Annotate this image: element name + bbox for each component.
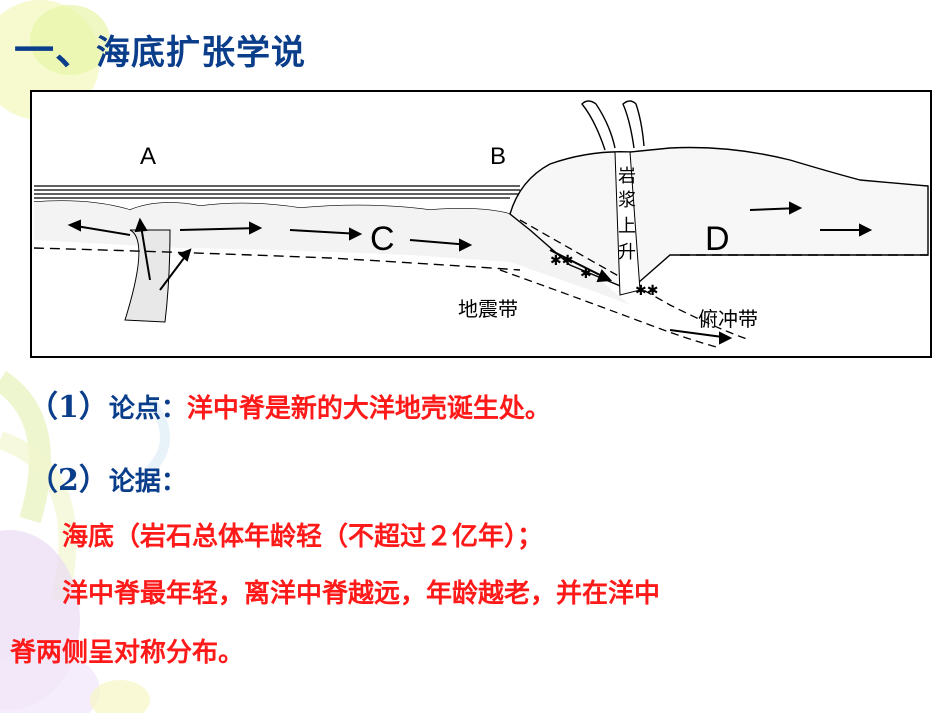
svg-text:✱✱: ✱✱ bbox=[550, 253, 573, 269]
point-text: 洋中脊是新的大洋地壳诞生处。 bbox=[186, 394, 551, 424]
page-title: 一、海底扩张学说 bbox=[14, 18, 306, 76]
title-text: 海底扩张学说 bbox=[96, 33, 306, 73]
evidence-line-2: 洋中脊最年轻，离洋中脊越远，年龄越老，并在洋中 bbox=[62, 579, 661, 609]
magma-char-1: 岩 bbox=[618, 166, 636, 187]
evidence-heading: （2）论据： bbox=[28, 455, 187, 499]
svg-text:✱✱: ✱✱ bbox=[635, 283, 658, 299]
label-c: C bbox=[370, 220, 395, 258]
point-label: 论点： bbox=[108, 394, 187, 424]
evidence-number: （2） bbox=[28, 463, 109, 498]
evidence-line-3: 脊两侧呈对称分布。 bbox=[10, 638, 245, 668]
label-d: D bbox=[705, 220, 730, 258]
magma-char-2: 浆 bbox=[618, 190, 636, 211]
magma-char-3: 上 bbox=[618, 216, 636, 237]
label-a: A bbox=[140, 143, 156, 170]
earthquake-belt-label: 地震带 bbox=[458, 297, 518, 321]
label-b: B bbox=[490, 143, 506, 170]
title-number: 一、 bbox=[14, 28, 96, 74]
svg-text:✱: ✱ bbox=[580, 266, 592, 282]
evidence-label: 论据： bbox=[108, 467, 187, 497]
subduction-belt-label: 俯冲带 bbox=[698, 307, 758, 331]
seafloor-spreading-diagram: ✱✱ ✱ ✱✱ A B C D 岩 浆 上 升 地震带 俯冲带 bbox=[30, 90, 932, 358]
point-line: （1）论点：洋中脊是新的大洋地壳诞生处。 bbox=[28, 382, 551, 426]
magma-char-4: 升 bbox=[618, 242, 636, 263]
evidence-line-1: 海底（岩石总体年龄轻（不超过２亿年）； bbox=[62, 522, 544, 552]
point-number: （1） bbox=[28, 390, 109, 425]
